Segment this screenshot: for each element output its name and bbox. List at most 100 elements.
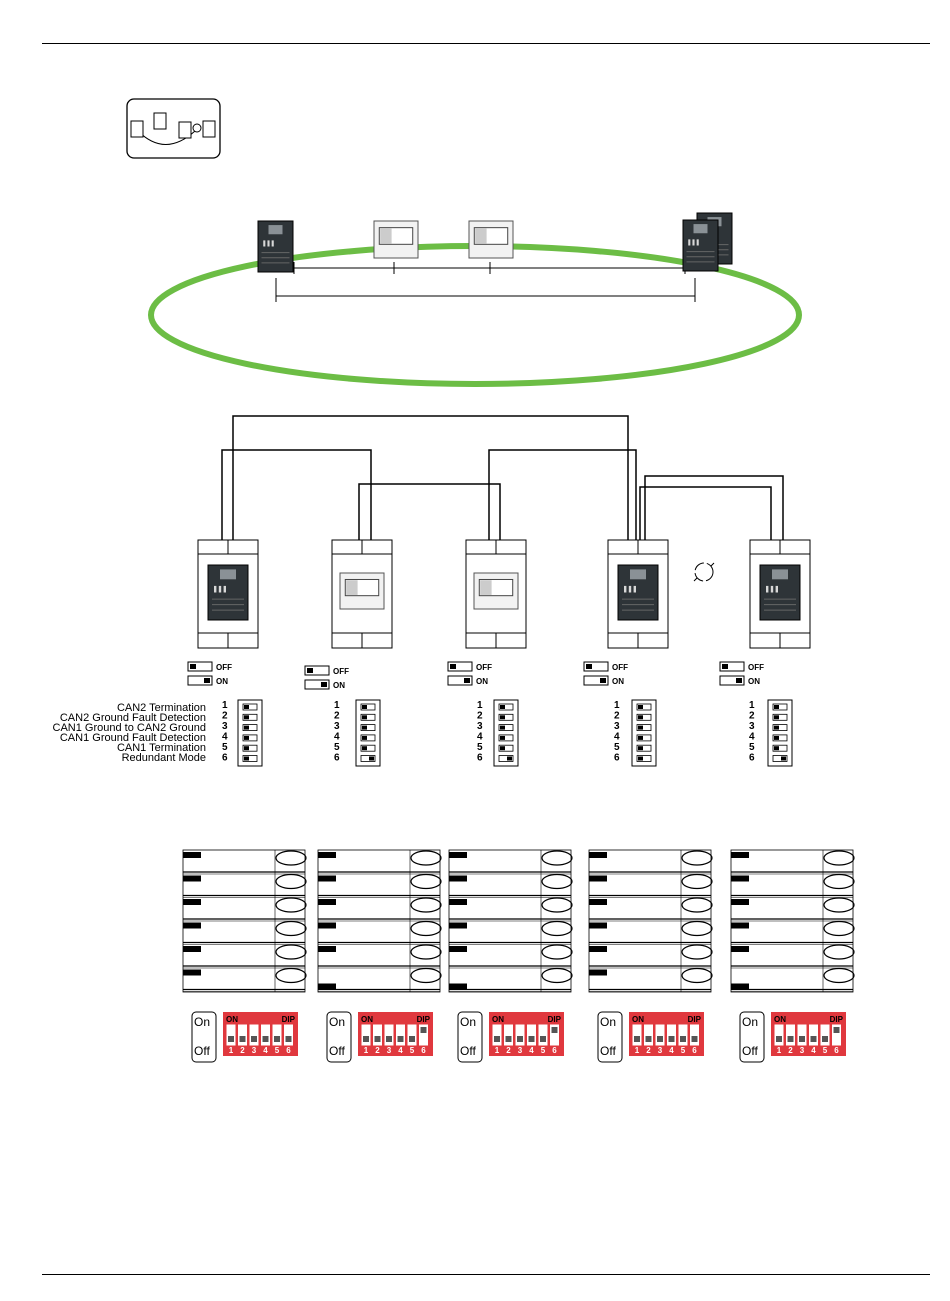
switch-highlight bbox=[681, 897, 713, 913]
switch-highlight bbox=[275, 920, 307, 937]
dip-slider bbox=[690, 1024, 699, 1046]
switch-number: 3 bbox=[749, 721, 755, 732]
dip-toggle bbox=[498, 724, 514, 731]
switch-position-mark bbox=[318, 922, 336, 929]
switch-number: 5 bbox=[334, 742, 340, 753]
dip-toggle-knob bbox=[362, 735, 367, 740]
dip-number: 6 bbox=[834, 1046, 839, 1055]
dip-slider bbox=[667, 1024, 676, 1046]
switch-highlight bbox=[541, 873, 573, 890]
dip-toggle bbox=[772, 713, 788, 721]
dip-toggle bbox=[360, 734, 376, 742]
dip-toggle-knob bbox=[362, 715, 367, 720]
ring-devices bbox=[257, 212, 733, 273]
dip-slider-knob bbox=[420, 1027, 427, 1033]
switch-highlight bbox=[823, 920, 855, 937]
dip-switch-photo bbox=[588, 849, 713, 993]
dip-number: 1 bbox=[229, 1046, 234, 1055]
dip-slider bbox=[550, 1024, 559, 1046]
dip-slider bbox=[774, 1024, 784, 1046]
dip-slider-knob bbox=[551, 1027, 558, 1033]
dip-slider bbox=[396, 1024, 405, 1046]
switch-number: 3 bbox=[614, 721, 620, 732]
switch-position-mark bbox=[589, 969, 607, 976]
dip-toggle bbox=[242, 713, 258, 721]
dip-toggle bbox=[498, 734, 514, 742]
dip-slider bbox=[820, 1024, 830, 1046]
switch-position-mark bbox=[318, 983, 336, 990]
switch-label-5: CAN1 Termination bbox=[116, 742, 206, 754]
legend-off-label: OFF bbox=[216, 663, 232, 672]
dip-number: 3 bbox=[800, 1046, 805, 1055]
switch-highlight bbox=[823, 873, 855, 890]
dip-number: 1 bbox=[495, 1046, 500, 1055]
dip-slider-knob bbox=[680, 1036, 686, 1042]
switch-position-mark bbox=[318, 875, 336, 882]
dip-toggle-knob bbox=[774, 746, 779, 751]
dip-toggle-knob bbox=[362, 725, 367, 730]
dip-toggle-knob bbox=[507, 756, 512, 761]
switch-position-mark bbox=[731, 852, 749, 858]
switch-number: 4 bbox=[334, 732, 340, 743]
dip-slider-knob bbox=[363, 1036, 369, 1042]
dip-slider bbox=[515, 1024, 525, 1046]
switch-highlight bbox=[541, 967, 573, 984]
switch-number: 6 bbox=[222, 753, 228, 764]
legend-on-label: ON bbox=[216, 677, 228, 686]
switch-position-mark bbox=[589, 899, 607, 905]
distance-markers bbox=[275, 262, 696, 302]
switch-position-mark bbox=[589, 922, 607, 929]
dip-toggle bbox=[498, 703, 514, 711]
legend-off-label: OFF bbox=[333, 667, 349, 676]
dip-slider bbox=[786, 1024, 795, 1046]
dip-toggle-knob bbox=[781, 756, 786, 761]
switch-label-6: Redundant Mode bbox=[121, 752, 206, 764]
switch-highlight bbox=[823, 850, 855, 866]
dip-toggle bbox=[242, 744, 258, 752]
repeater-icon bbox=[468, 220, 514, 259]
switch-position-mark bbox=[731, 899, 749, 905]
dip-slider-knob bbox=[251, 1036, 257, 1042]
legend-on-label: ON bbox=[333, 681, 345, 690]
dip-number: 3 bbox=[252, 1046, 257, 1055]
switch-position-mark bbox=[183, 852, 201, 858]
switch-highlight bbox=[823, 897, 855, 913]
dip-toggle-knob bbox=[362, 705, 367, 709]
dip-toggle bbox=[242, 734, 258, 742]
switch-position-mark bbox=[449, 922, 467, 929]
dip-slider-knob bbox=[517, 1036, 523, 1042]
dip-slider bbox=[226, 1024, 236, 1046]
off-label: Off bbox=[329, 1044, 345, 1058]
dip-toggle-knob bbox=[500, 705, 505, 709]
dip-slider-knob bbox=[799, 1036, 805, 1042]
switch-label-3: CAN1 Ground to CAN2 Ground bbox=[52, 722, 206, 734]
dip-toggle bbox=[636, 713, 652, 721]
switch-number: 1 bbox=[334, 700, 340, 711]
legend-off-label: OFF bbox=[476, 663, 492, 672]
switch-number: 2 bbox=[614, 711, 620, 722]
dip-toggle-knob bbox=[244, 735, 249, 740]
switch-number: 3 bbox=[334, 721, 340, 732]
dip-label: DIP bbox=[417, 1015, 431, 1024]
dip-toggle-knob bbox=[500, 725, 505, 730]
dip-number: 2 bbox=[375, 1046, 380, 1055]
switch-number: 5 bbox=[477, 742, 483, 753]
dip-slider bbox=[832, 1024, 841, 1046]
dip-toggle-knob bbox=[638, 715, 643, 720]
off-label: Off bbox=[460, 1044, 476, 1058]
dip-toggle bbox=[360, 724, 376, 731]
dip-slider-knob bbox=[787, 1036, 794, 1042]
switch-position-mark bbox=[449, 875, 467, 882]
dip-slider-knob bbox=[645, 1036, 652, 1042]
repeater-icon bbox=[339, 572, 385, 610]
dip-slider bbox=[527, 1024, 536, 1046]
dip-number: 6 bbox=[552, 1046, 557, 1055]
switch-position-mark bbox=[731, 875, 749, 882]
